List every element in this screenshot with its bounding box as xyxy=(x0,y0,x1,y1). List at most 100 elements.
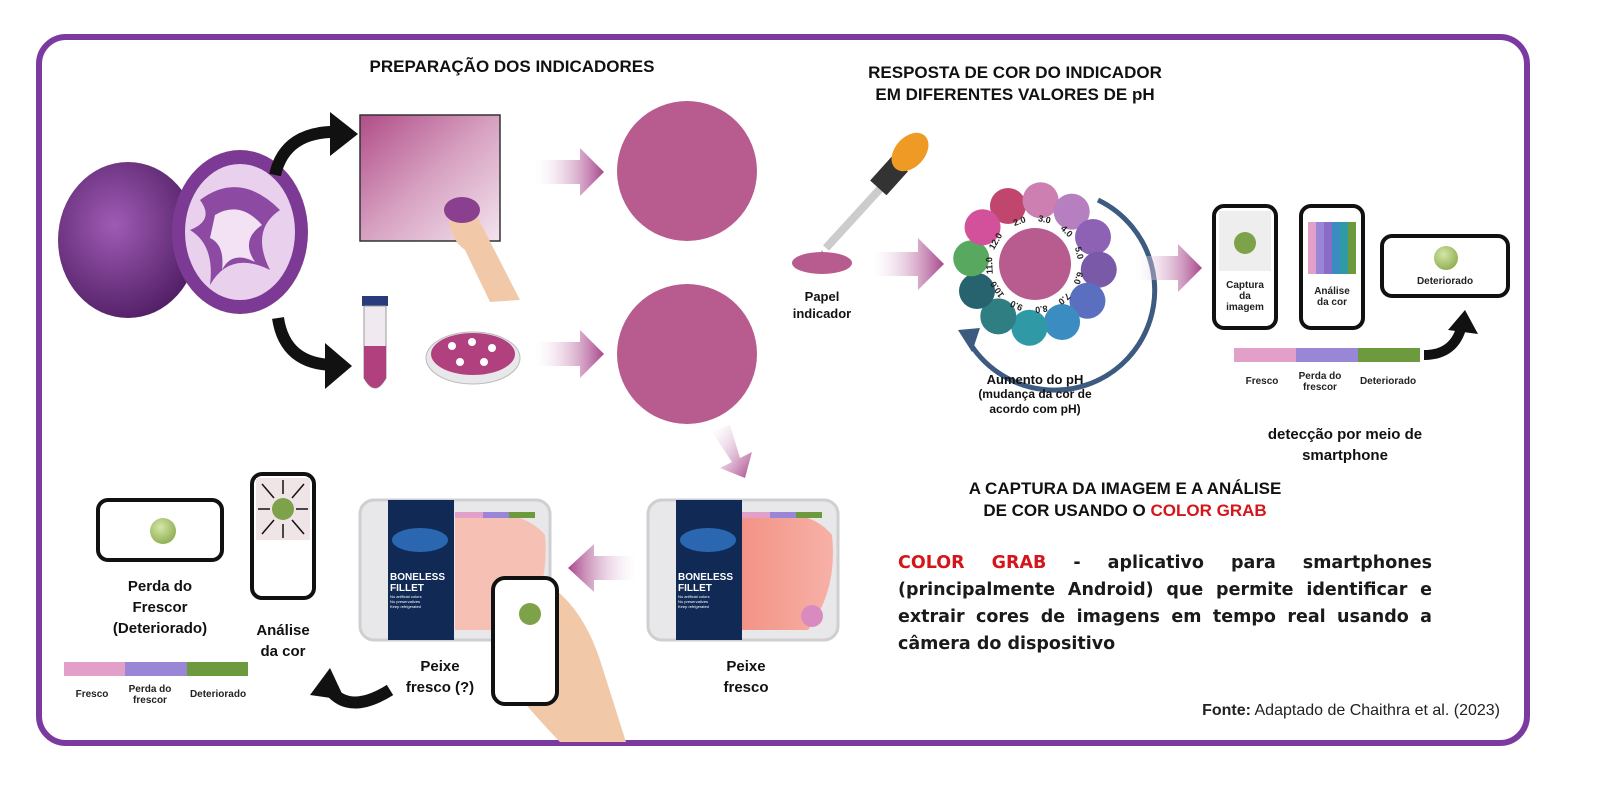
ph-wheel-center xyxy=(999,228,1071,300)
ph-color-swatch xyxy=(964,209,1001,246)
ph-color-swatch xyxy=(958,273,995,310)
package-text-2: BONELESS FILLET No artificial colors No … xyxy=(678,572,740,609)
scale-top-perda-1: Perda do xyxy=(1298,371,1342,382)
ph-color-swatch xyxy=(953,240,990,277)
indicator-disc-2 xyxy=(617,284,757,424)
indicator-disc-1 xyxy=(617,101,757,241)
label-papel-line2: indicador xyxy=(792,306,852,321)
scale-deteriorado-swatch xyxy=(1358,348,1420,362)
label-papel-line1: Papel xyxy=(804,289,840,304)
scale-b-deteriorado-swatch xyxy=(186,662,248,676)
ph-color-swatch xyxy=(980,298,1017,335)
arrow-to-disc-2 xyxy=(536,330,604,378)
scale-bottom-perda-2: frescor xyxy=(133,695,167,706)
label-analise-1: Análise xyxy=(1314,286,1350,297)
arrow-to-ph-wheel xyxy=(872,238,944,290)
source-text: Adaptado de Chaithra et al. (2023) xyxy=(1250,702,1501,719)
package-line1-2: No artificial colors xyxy=(678,594,710,599)
title-capture-line2: DE COR USANDO O COLOR GRAB xyxy=(930,500,1320,522)
package-line1-1: No artificial colors xyxy=(390,594,422,599)
analysis-color-bars xyxy=(1308,222,1356,274)
ph-value-label: 5.0 xyxy=(1073,246,1086,261)
ph-value-label: 11.0 xyxy=(984,257,995,274)
label-deteccao-2: smartphone xyxy=(1302,447,1388,464)
ph-value-label: 3.0 xyxy=(1037,213,1051,225)
scanner-phone-icon xyxy=(250,472,316,600)
arrow-to-smartphone xyxy=(1136,244,1202,292)
dropper-icon xyxy=(818,132,929,258)
label-captura-1: Captura xyxy=(1226,280,1264,291)
scale-bottom-fresco: Fresco xyxy=(75,689,109,700)
title-capture-highlight: COLOR GRAB xyxy=(1150,501,1267,520)
scale-b-perda-swatch xyxy=(125,662,187,676)
label-analise-2: da cor xyxy=(1316,297,1347,308)
title-prep: PREPARAÇÃO DOS INDICADORES xyxy=(369,57,655,76)
label-aumento-ph: Aumento do pH (mudança da cor de acordo … xyxy=(955,372,1115,417)
ph-color-swatch xyxy=(1022,182,1059,219)
title-capture-line1: A CAPTURA DA IMAGEM E A ANÁLISE xyxy=(968,479,1282,498)
arrow-to-disc-1 xyxy=(536,148,604,196)
label-analise-bl-1: Análise xyxy=(256,622,310,639)
package-product-2: FILLET xyxy=(678,583,712,594)
hand-icon xyxy=(444,197,520,302)
ph-color-swatch xyxy=(1069,282,1106,319)
scale-b-fresco-swatch xyxy=(64,662,126,676)
scale-top-perda: Perda do frescor xyxy=(1292,371,1348,393)
scale-bottom-perda-1: Perda do xyxy=(128,684,172,695)
label-analise: Análise da cor xyxy=(1303,286,1361,308)
title-response: RESPOSTA DE COR DO INDICADOR EM DIFERENT… xyxy=(840,62,1190,106)
description-paragraph: COLOR GRAB - aplicativo para smartphones… xyxy=(898,550,1432,658)
phone-capture: Captura da imagem xyxy=(1212,204,1278,330)
label-deteccao: detecção por meio de smartphone xyxy=(1240,424,1450,466)
label-perda-frescor: Perda do Frescor (Deteriorado) xyxy=(90,576,230,639)
scale-bottom-deteriorado: Deteriorado xyxy=(189,689,247,700)
label-aumento-line2: (mudança da cor de xyxy=(978,387,1092,401)
description-highlight: COLOR GRAB xyxy=(898,553,1047,573)
title-response-line1: RESPOSTA DE COR DO INDICADOR xyxy=(868,63,1162,82)
curved-arrow-up-icon xyxy=(269,125,341,177)
package-line2-2: No preservatives xyxy=(678,599,709,604)
label-captura-3: imagem xyxy=(1226,302,1264,313)
label-papel-indicador: Papel indicador xyxy=(780,288,864,322)
rotation-arrow-icon xyxy=(965,197,1158,393)
package-product-1: FILLET xyxy=(390,583,424,594)
label-peixe-fresco-1: Peixe xyxy=(726,658,766,675)
freshness-scale-top xyxy=(1234,348,1420,362)
label-peixe-q-2: fresco (?) xyxy=(405,679,475,696)
ph-value-label: 8.0 xyxy=(1034,303,1048,315)
package-line2-1: No preservatives xyxy=(390,599,421,604)
test-tube-icon xyxy=(362,296,388,389)
ph-value-label: 2.0 xyxy=(1012,214,1027,228)
hand-holding-phone-icon xyxy=(491,576,626,742)
scale-top-fresco: Fresco xyxy=(1245,376,1279,387)
label-peixe-q-1: Peixe xyxy=(420,658,460,675)
phone-perda-frescor xyxy=(96,498,224,562)
label-analise-bottom: Análise da cor xyxy=(240,620,326,662)
label-perda-1: Perda do xyxy=(127,578,193,595)
label-perda-2: Frescor xyxy=(132,599,188,616)
label-aumento-line3: acordo com pH) xyxy=(989,402,1081,416)
ph-color-swatch xyxy=(1044,304,1081,341)
phone-analysis: Análise da cor xyxy=(1299,204,1365,330)
indicator-paper-drop xyxy=(792,252,852,274)
perda-dot xyxy=(150,518,176,544)
package-line3-2: Keep refrigerated xyxy=(678,604,709,609)
ph-color-swatch xyxy=(989,187,1026,224)
phone-deteriorado: Deteriorado xyxy=(1380,234,1510,298)
scale-bottom-perda: Perda do frescor xyxy=(122,684,178,706)
scale-fresco-swatch xyxy=(1234,348,1296,362)
scale-perda-swatch xyxy=(1296,348,1358,362)
arrow-fish-to-fish xyxy=(568,544,636,592)
label-deteccao-1: detecção por meio de xyxy=(1267,426,1423,443)
description-text: - aplicativo para smartphones (principal… xyxy=(898,553,1432,654)
source-label: Fonte: xyxy=(1202,702,1251,719)
ph-color-swatch xyxy=(1053,193,1090,230)
label-aumento-line1: Aumento do pH xyxy=(986,372,1084,387)
label-captura: Captura da imagem xyxy=(1216,280,1274,313)
ph-color-swatch xyxy=(1011,309,1048,346)
label-peixe-questionavel: Peixe fresco (?) xyxy=(392,656,488,698)
deteriorado-dot xyxy=(1434,246,1458,270)
freshness-scale-bottom xyxy=(64,662,248,676)
